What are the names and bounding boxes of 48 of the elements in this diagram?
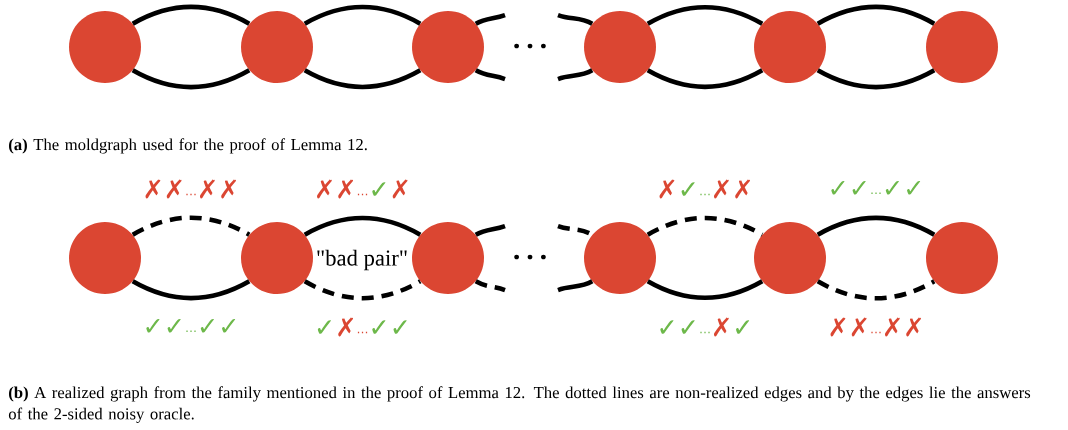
vertex-circle: [241, 222, 313, 294]
graph-edge: [474, 223, 506, 237]
graph-edge: [557, 12, 594, 26]
graph-edge: [557, 279, 594, 293]
vertex-circle: [241, 11, 313, 83]
graph-edge: [131, 215, 251, 237]
bad-pair-label: "bad pair": [317, 249, 407, 271]
graph-edge: [131, 68, 251, 90]
vertex-circle: [754, 11, 826, 83]
graph-edge: [557, 68, 594, 82]
ellipsis-dots: …: [514, 43, 546, 49]
vertex-circle: [69, 11, 141, 83]
answer-marks: ✗✓⋯✗✗: [659, 179, 750, 199]
graph-edge: [646, 215, 764, 237]
ellipsis-dots: …: [514, 254, 546, 260]
graph-edge: [131, 4, 251, 26]
answer-marks: ✗✗⋯✗✗: [830, 317, 921, 337]
graph-edge: [131, 279, 251, 301]
graph-edge: [474, 68, 506, 82]
graph-edge: [646, 68, 764, 90]
answer-marks: ✓✓⋯✓✓: [831, 181, 921, 195]
graph-edge: [816, 68, 936, 90]
vertex-circle: [754, 222, 826, 294]
graph-edge: [646, 4, 764, 26]
answer-marks: ✓✓⋯✗✓: [660, 317, 750, 337]
vertex-circle: [926, 11, 998, 83]
graph-edge: [474, 279, 506, 293]
graph-edge: [303, 215, 422, 237]
vertex-circle: [584, 11, 656, 83]
graph-edge: [303, 4, 422, 26]
caption: (a) The moldgraph used for the proof of Lemma 12.: [9, 138, 367, 154]
vertex-circle: [412, 222, 484, 294]
vertex-circle: [926, 222, 998, 294]
graph-edge: [646, 279, 764, 301]
graph-edge: [474, 12, 506, 26]
graph-edge: [816, 279, 936, 301]
answer-marks: ✗✗⋯✗✗: [145, 179, 236, 199]
graph-edge: [816, 215, 936, 237]
caption: (b) A realized graph from the family mentioned in the proof of Lemma 12. The dotted lines are non-realized edges and by the edges lie the answers of the 2-sided noisy oracle.: [8, 386, 1031, 423]
vertex-circle: [69, 222, 141, 294]
vertex-circle: [584, 222, 656, 294]
answer-marks: ✗✗⋯✓✗: [317, 179, 408, 199]
answer-marks: ✓✗⋯✓✓: [317, 317, 407, 337]
graph-edge: [303, 279, 422, 301]
graph-edge: [303, 68, 422, 90]
graph-edge: [816, 4, 936, 26]
vertex-circle: [412, 11, 484, 83]
answer-marks: ✓✓⋯✓✓: [146, 319, 236, 333]
